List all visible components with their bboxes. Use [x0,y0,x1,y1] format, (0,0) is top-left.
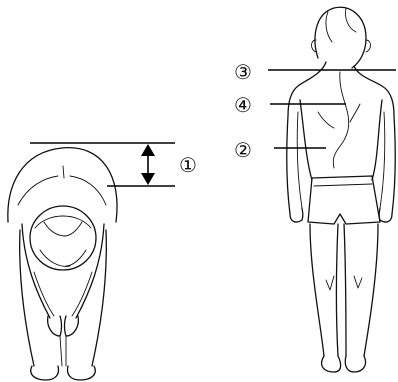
arrow-head-down [141,173,155,185]
standing-back-figure [287,7,396,372]
label-three: ③ [234,60,252,84]
label-one: ① [179,153,197,177]
label-four: ④ [234,93,252,117]
forward-bend-figure [8,148,117,380]
label-two: ② [234,138,252,162]
arrow-head-up [141,144,155,156]
